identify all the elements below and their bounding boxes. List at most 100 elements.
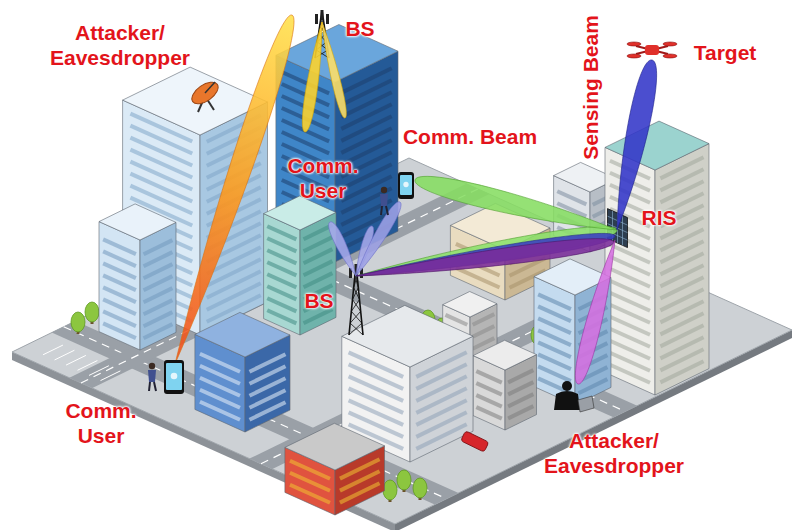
window-row xyxy=(557,191,586,204)
window-row xyxy=(349,364,404,389)
window-row xyxy=(416,352,466,377)
building-roof xyxy=(473,340,536,370)
tower-brace xyxy=(355,276,359,288)
window-row xyxy=(660,241,703,262)
window-row xyxy=(282,72,329,93)
window-row xyxy=(267,310,296,323)
window-row xyxy=(473,326,495,337)
building xyxy=(473,340,536,430)
window-row xyxy=(508,394,533,406)
phone-app xyxy=(403,182,408,187)
window-row xyxy=(660,289,703,310)
window-row xyxy=(341,92,391,117)
window-row xyxy=(660,265,703,286)
laptop xyxy=(578,396,594,412)
phone-icon xyxy=(164,360,184,394)
window-row xyxy=(660,325,703,346)
building-face xyxy=(534,277,575,405)
building xyxy=(285,423,385,515)
window-row xyxy=(282,132,329,153)
person-head xyxy=(149,363,155,369)
parking-stripe xyxy=(55,350,75,360)
tower-brace xyxy=(353,300,361,312)
window-row xyxy=(349,352,404,377)
window-row xyxy=(473,314,495,325)
radio-beam xyxy=(415,176,617,230)
window-row xyxy=(508,406,533,418)
radio-beam xyxy=(356,239,614,276)
drone-rotor xyxy=(627,42,641,46)
window-row xyxy=(416,412,466,437)
radio-beam xyxy=(322,22,346,118)
ground-top xyxy=(12,158,792,524)
drone-body xyxy=(645,45,659,55)
ground-side xyxy=(395,330,792,530)
window-row xyxy=(349,400,404,425)
parking-stripe xyxy=(89,366,109,376)
tower-brace xyxy=(351,311,362,323)
window-row xyxy=(207,283,261,309)
window-row xyxy=(349,388,404,413)
callout-label: Attacker/ Eavesdropper xyxy=(528,428,700,478)
window-row xyxy=(660,157,703,178)
window-row xyxy=(130,174,192,202)
window-row xyxy=(267,298,296,311)
person-body xyxy=(148,370,156,382)
window-row xyxy=(660,361,703,382)
antenna-panel xyxy=(326,14,329,24)
person-figure xyxy=(380,187,388,215)
person-head xyxy=(381,187,387,193)
tree xyxy=(71,312,85,334)
person-leg xyxy=(386,206,388,215)
window-row xyxy=(476,407,501,418)
attacker-figure xyxy=(554,381,594,412)
window-row xyxy=(349,376,404,401)
dish-feed xyxy=(205,82,215,93)
satellite-dish xyxy=(188,78,222,112)
window-row xyxy=(416,424,466,449)
tree-crown xyxy=(383,480,397,500)
tower-brace xyxy=(353,288,359,300)
building-face xyxy=(264,214,300,335)
road xyxy=(69,184,489,388)
parking-stripe xyxy=(101,371,121,381)
drone-arm xyxy=(636,46,668,54)
person-leg xyxy=(149,382,150,391)
tree xyxy=(413,478,427,500)
car xyxy=(461,431,489,452)
callout-label: Sensing Beam xyxy=(578,3,603,173)
tower-brace xyxy=(350,323,363,335)
window-row xyxy=(340,459,380,478)
callout-label: Attacker/ Eavesdropper xyxy=(30,20,210,70)
callout-label: Comm. User xyxy=(55,398,147,448)
window-row xyxy=(660,229,703,250)
window-row xyxy=(267,238,296,251)
window-row xyxy=(416,364,466,389)
radio-beam xyxy=(302,22,322,132)
window-row xyxy=(476,371,501,382)
callout-label: Comm. Beam xyxy=(395,124,545,149)
person-figure xyxy=(148,363,156,391)
window-row xyxy=(207,271,261,297)
building-roof xyxy=(195,312,290,357)
building-face xyxy=(99,222,140,350)
window-row xyxy=(341,116,391,141)
window-row xyxy=(445,315,467,325)
antenna-panel xyxy=(321,10,324,20)
window-row xyxy=(267,226,296,239)
antenna-panel xyxy=(315,14,318,24)
window-row xyxy=(130,126,192,154)
window-row xyxy=(660,337,703,358)
window-row xyxy=(144,240,173,254)
window-row xyxy=(103,239,136,254)
parking-stripe xyxy=(66,355,86,365)
callout-label: RIS xyxy=(634,205,684,230)
building-roof xyxy=(443,292,497,318)
parking-stripe xyxy=(78,361,98,371)
tree-crown xyxy=(71,312,85,332)
window-row xyxy=(130,150,192,178)
window-row xyxy=(660,277,703,298)
window-row xyxy=(130,114,192,142)
